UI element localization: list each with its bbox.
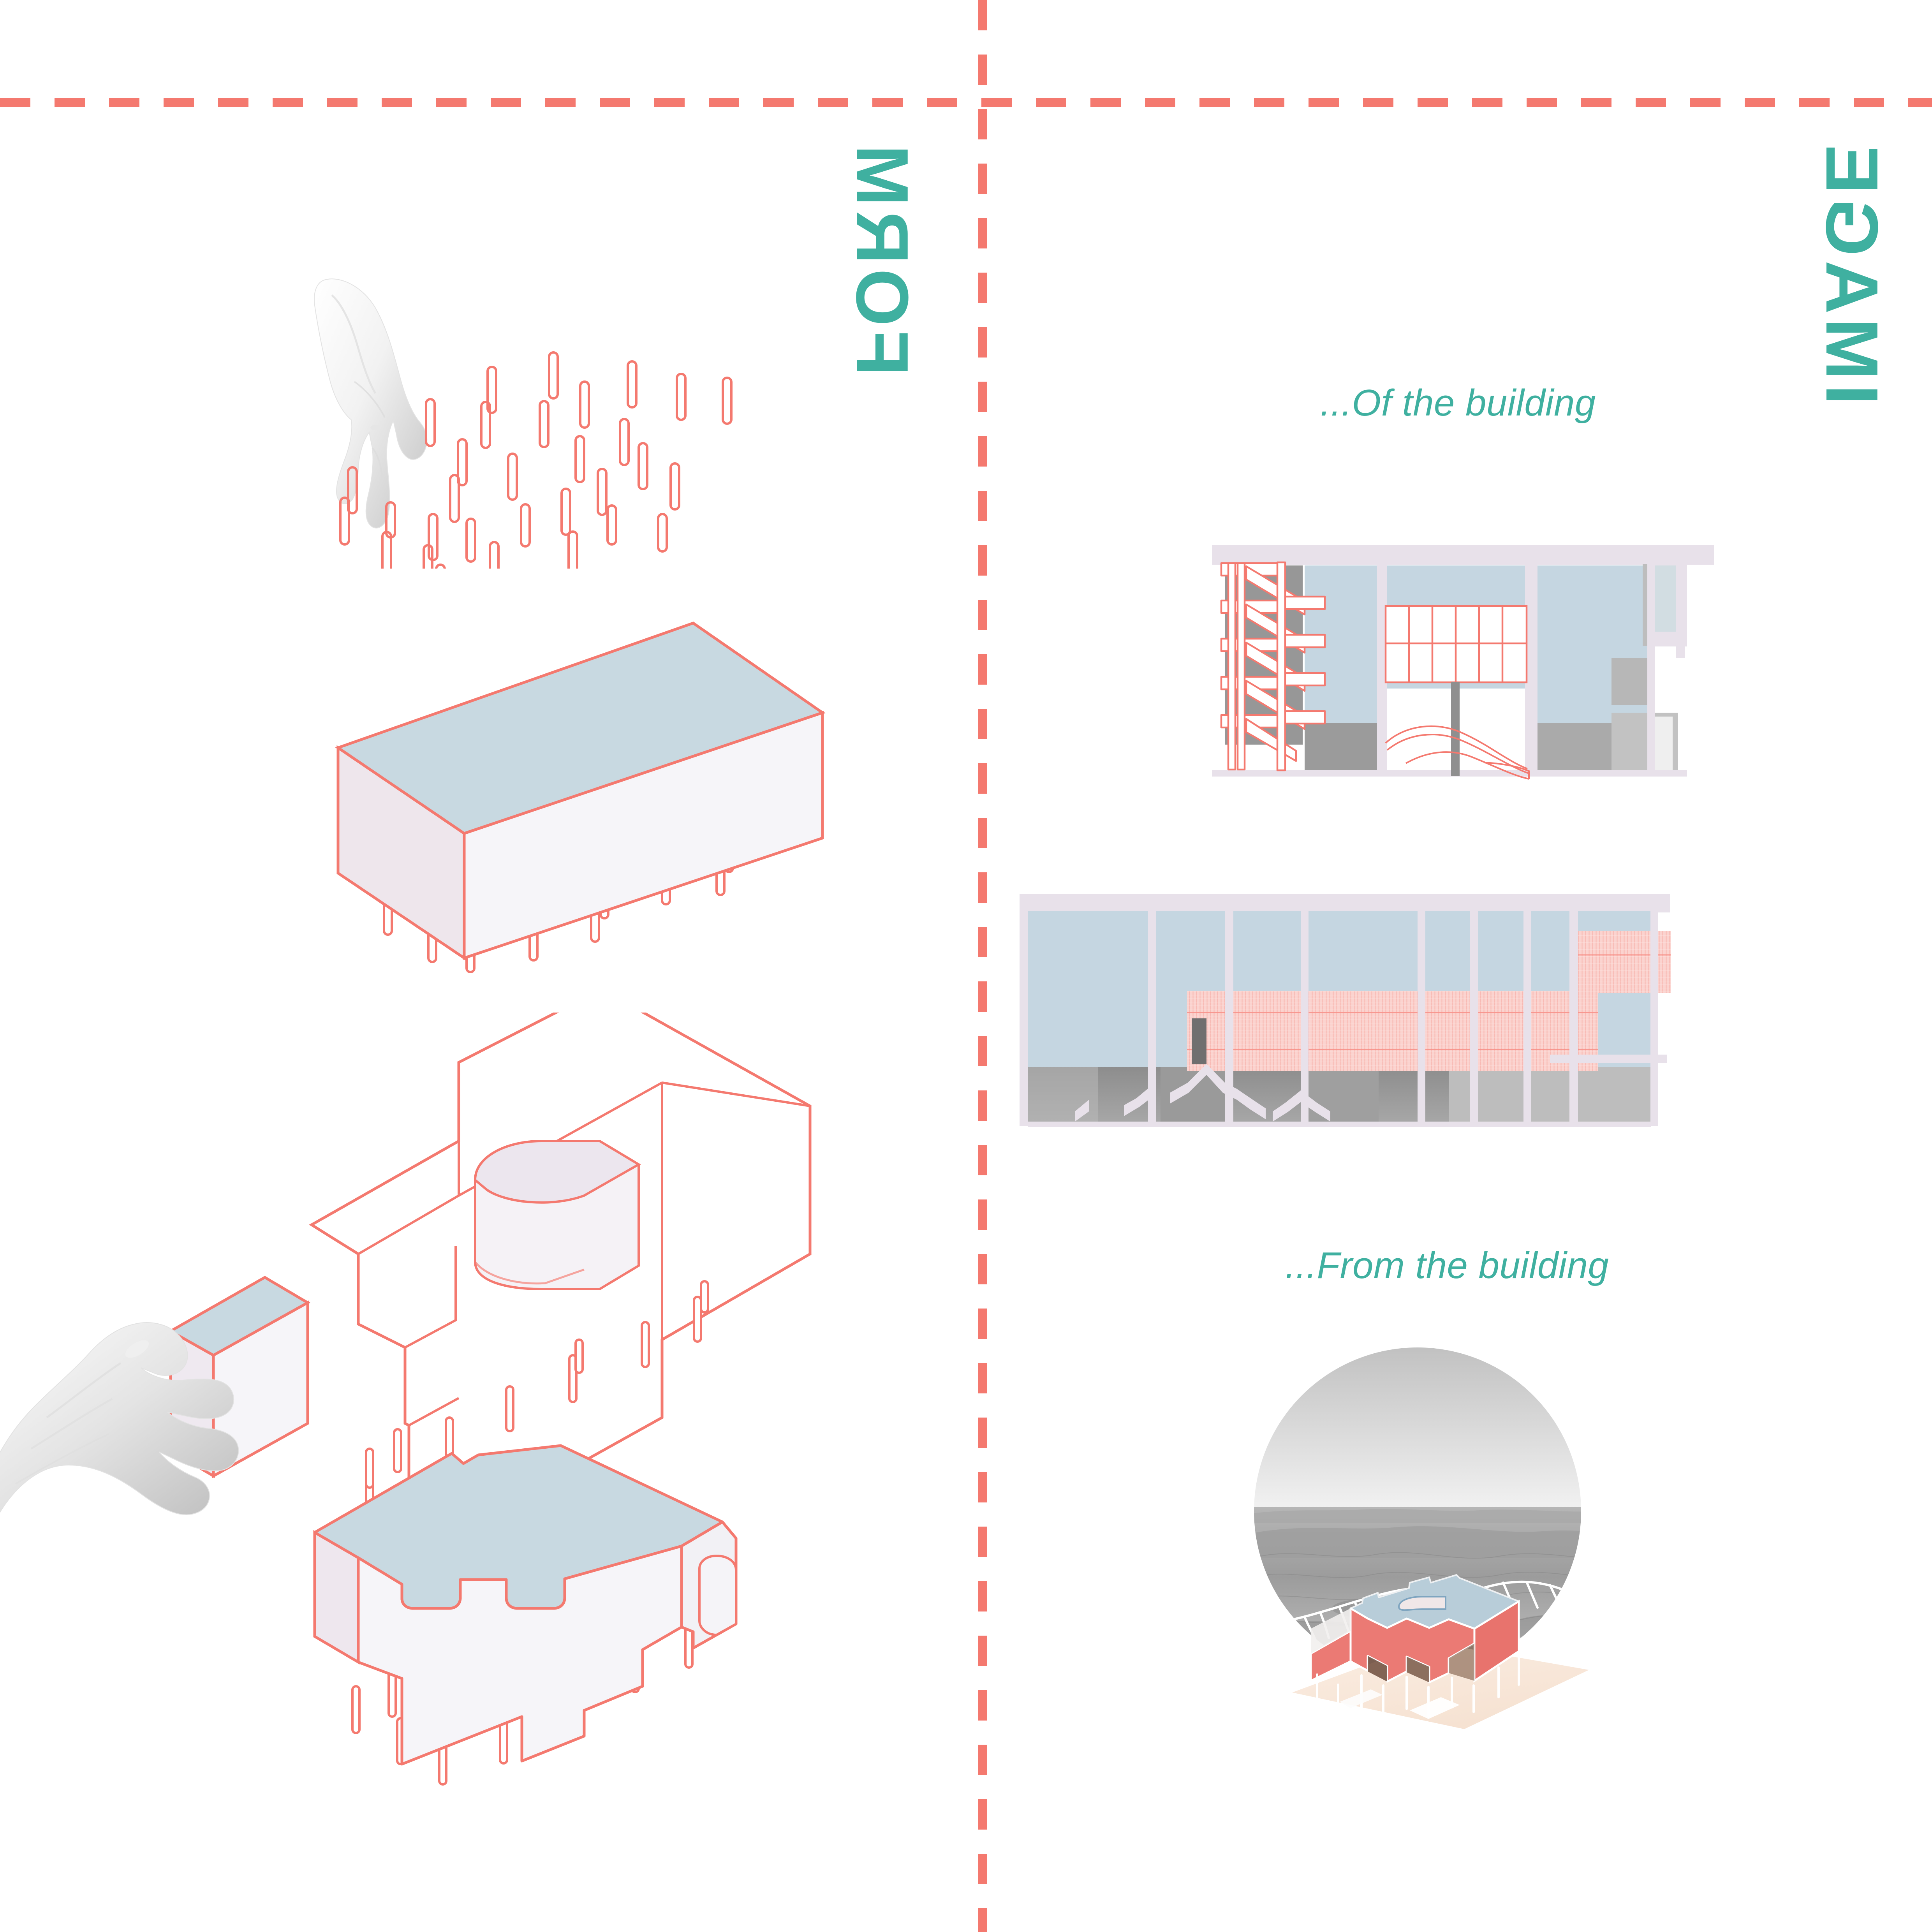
caption-of-the-building: ...Of the building xyxy=(1320,382,1596,424)
figure-long-section xyxy=(1020,894,1671,1127)
guide-line-horizontal xyxy=(0,98,1932,107)
caption-from-the-building: ...From the building xyxy=(1285,1245,1609,1286)
external-scissor-stair xyxy=(1220,561,1326,771)
massing-bar-1 xyxy=(335,622,826,973)
hand-sculpture-holding xyxy=(0,1322,239,1515)
roof-slab xyxy=(1212,545,1714,565)
inserted-cylinder xyxy=(474,1140,641,1290)
guide-line-vertical xyxy=(978,0,987,1932)
piloti-field xyxy=(339,351,733,569)
splayed-columns xyxy=(1075,1064,1330,1122)
diagram-hand-scattering-pilotis xyxy=(314,278,733,569)
panel-title-image: IMAGE xyxy=(1810,140,1893,405)
service-core xyxy=(1192,1018,1206,1064)
mesh-panel-lower xyxy=(1187,991,1598,1071)
screen-grid xyxy=(1384,605,1528,683)
diagram-massing-step-1 xyxy=(335,622,826,973)
building-model-3d xyxy=(1292,1574,1589,1729)
roof-slab xyxy=(1020,894,1670,912)
spiral-ramp xyxy=(1385,725,1530,780)
diagram-massing-step-3 xyxy=(313,1444,738,1786)
panel-title-form: FORM xyxy=(841,140,923,376)
diagram-massing-step-2 xyxy=(0,1013,812,1519)
figure-cross-section xyxy=(1212,545,1714,780)
hand-sculpture-top xyxy=(314,278,428,528)
figure-context-vignette xyxy=(1254,1347,1589,1729)
final-massing xyxy=(313,1444,738,1786)
